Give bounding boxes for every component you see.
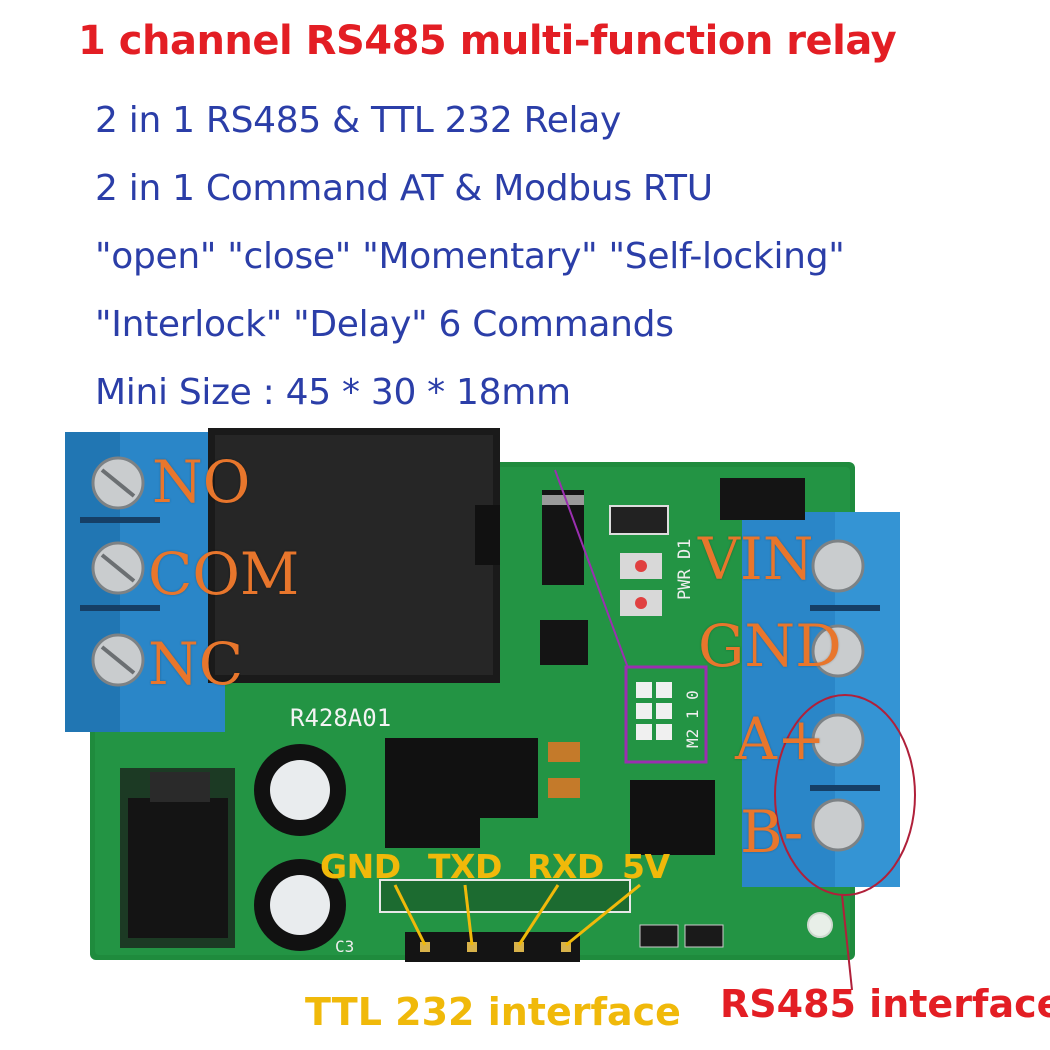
mounting-hole <box>807 912 833 938</box>
terminal-label-a-plus: A+ <box>735 705 826 773</box>
pin-header <box>379 879 631 913</box>
rs485-interface-label: RS485 interface <box>720 982 1050 1026</box>
terminal-label-vin: VIN <box>698 525 814 593</box>
terminal-label-b-minus: B- <box>740 798 804 866</box>
relay-component <box>208 428 500 683</box>
relay-board-photo: R428A01 PWR D1 M2 1 0 C3 <box>65 428 916 991</box>
ic-chip <box>385 738 480 848</box>
jumper-silkscreen: M2 1 0 <box>683 690 702 748</box>
power-terminal-block <box>742 512 900 887</box>
feature-line: "open" "close" "Momentary" "Self-locking… <box>95 236 845 277</box>
jumper-highlight <box>624 665 708 764</box>
ic-chip <box>630 780 715 855</box>
ttl-interface-label: TTL 232 interface <box>305 990 681 1034</box>
capacitor-silkscreen: C3 <box>335 937 354 956</box>
ttl-pin-gnd: GND <box>320 847 401 886</box>
terminal-label-nc: NC <box>148 630 244 698</box>
terminal-label-com: COM <box>148 540 300 608</box>
ttl-pin-txd: TXD <box>428 847 502 886</box>
relay-terminal-block <box>65 432 225 732</box>
led-silkscreen: PWR D1 <box>675 539 695 600</box>
feature-line: 2 in 1 RS485 & TTL 232 Relay <box>95 100 622 141</box>
feature-line: Mini Size : 45 * 30 * 18mm <box>95 372 571 413</box>
ttl-pin-5v: 5V <box>622 847 670 886</box>
rs485-highlight <box>774 694 916 896</box>
terminal-label-gnd: GND <box>698 612 842 680</box>
product-title: 1 channel RS485 multi-function relay <box>78 18 897 64</box>
ic-chip <box>480 738 538 818</box>
feature-line: "Interlock" "Delay" 6 Commands <box>95 304 674 345</box>
board-id-silkscreen: R428A01 <box>290 704 391 732</box>
feature-line: 2 in 1 Command AT & Modbus RTU <box>95 168 713 209</box>
terminal-label-no: NO <box>152 448 251 516</box>
ttl-pin-rxd: RXD <box>527 847 604 886</box>
